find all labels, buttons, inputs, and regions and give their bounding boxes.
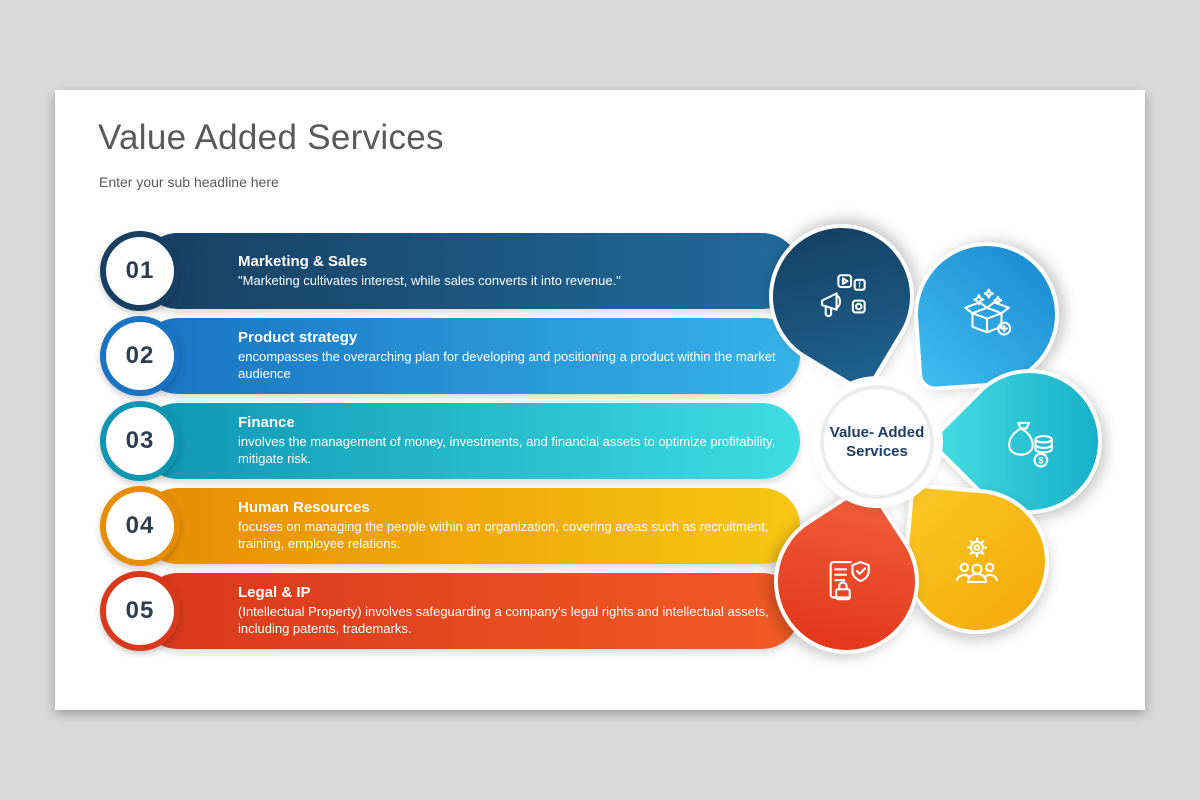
service-text: Legal & IP (Intellectual Property) invol… [238, 584, 798, 637]
human-resources-icon [947, 532, 1007, 592]
service-row-product-strategy: Product strategy encompasses the overarc… [100, 316, 800, 396]
center-badge-label: Value- Added Services [829, 423, 925, 461]
legal-ip-icon [817, 552, 877, 612]
page-title: Value Added Services [98, 118, 444, 157]
service-bar: Product strategy encompasses the overarc… [140, 318, 800, 394]
finance-icon: $ [1000, 412, 1060, 472]
service-title: Human Resources [238, 499, 370, 517]
service-row-finance: Finance involves the management of money… [100, 401, 800, 481]
service-description: involves the management of money, invest… [238, 434, 776, 466]
service-row-marketing-sales: Marketing & Sales "Marketing cultivates … [100, 231, 800, 311]
service-number: 03 [125, 427, 155, 454]
service-number: 01 [125, 257, 155, 284]
service-bar: Human Resources focuses on managing the … [140, 488, 800, 564]
service-description: encompasses the overarching plan for dev… [238, 349, 776, 381]
service-number: 04 [125, 512, 155, 539]
slide-card: Value Added Services Enter your sub head… [55, 90, 1145, 710]
marketing-icon: f [812, 267, 872, 327]
service-number: 05 [125, 597, 155, 624]
service-row-human-resources: Human Resources focuses on managing the … [100, 486, 800, 566]
service-number-badge: 04 [100, 486, 180, 566]
service-text: Product strategy encompasses the overarc… [238, 329, 798, 382]
service-description: focuses on managing the people within an… [238, 519, 769, 551]
service-description: "Marketing cultivates interest, while sa… [238, 272, 621, 288]
service-text: Marketing & Sales "Marketing cultivates … [238, 253, 798, 290]
service-number-badge: 02 [100, 316, 180, 396]
svg-text:$: $ [1038, 455, 1043, 465]
service-row-legal-ip: Legal & IP (Intellectual Property) invol… [100, 571, 800, 651]
service-title: Finance [238, 414, 295, 432]
service-bar: Marketing & Sales "Marketing cultivates … [140, 233, 800, 309]
service-text: Finance involves the management of money… [238, 414, 798, 467]
service-number-badge: 05 [100, 571, 180, 651]
center-badge: Value- Added Services [820, 385, 934, 499]
service-bar: Finance involves the management of money… [140, 403, 800, 479]
service-number: 02 [125, 342, 155, 369]
page-subtitle: Enter your sub headline here [99, 174, 279, 190]
service-bar: Legal & IP (Intellectual Property) invol… [140, 573, 800, 649]
service-number-badge: 03 [100, 401, 180, 481]
service-text: Human Resources focuses on managing the … [238, 499, 798, 552]
service-title: Marketing & Sales [238, 252, 368, 270]
service-number-badge: 01 [100, 231, 180, 311]
service-title: Legal & IP [238, 584, 311, 602]
svg-text:f: f [859, 280, 862, 289]
service-description: (Intellectual Property) involves safegua… [238, 604, 769, 636]
product-icon [957, 285, 1017, 345]
service-title: Product strategy [238, 329, 358, 347]
